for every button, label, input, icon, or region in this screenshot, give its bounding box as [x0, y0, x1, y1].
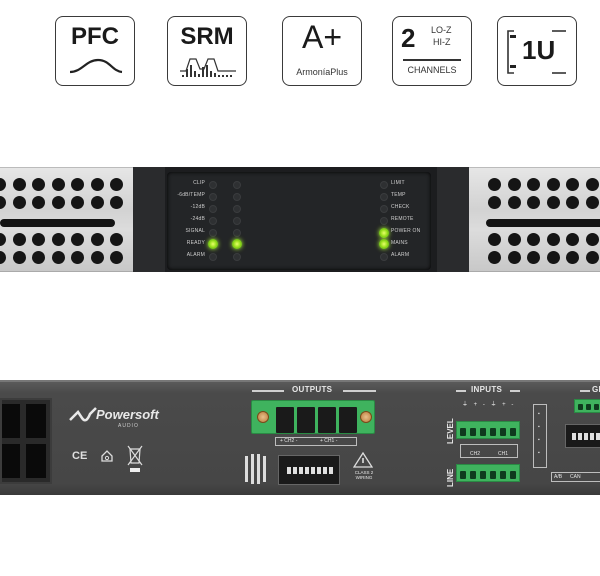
- gpio-dip-switch[interactable]: [565, 424, 600, 448]
- home-icon: [101, 450, 113, 462]
- gpio-bracket: [533, 404, 547, 468]
- fan-grille: [0, 398, 52, 484]
- led-row-alarm: ALARM: [186, 252, 205, 258]
- outputs-title: OUTPUTS: [292, 385, 333, 394]
- terminal-screw-right[interactable]: [360, 411, 372, 423]
- gpio-line-left: [580, 390, 590, 392]
- ch2-ready-led: [232, 239, 242, 249]
- ab-label: A/B: [554, 474, 563, 480]
- label-limit: LIMIT: [391, 180, 405, 186]
- rack-unit-icon: [507, 30, 566, 74]
- label-mains: MAINS: [391, 240, 408, 246]
- channels-count: 2: [401, 23, 416, 53]
- terminal-screw-left[interactable]: [257, 411, 269, 423]
- input-channel-box: [460, 444, 518, 458]
- output-ch1-label: + CH1 -: [320, 438, 338, 444]
- gpio-title: GP: [592, 385, 600, 394]
- ch1-24db-led: [209, 217, 217, 225]
- temp-led: [380, 193, 388, 201]
- right-alarm-led: [380, 253, 388, 261]
- left-handle: [133, 167, 165, 272]
- led-row-6db-temp: -6dB/TEMP: [177, 192, 205, 198]
- label-temp: TEMP: [391, 192, 406, 198]
- ch1-alarm-led: [209, 253, 217, 261]
- input-ch1-label: CH1: [498, 451, 509, 457]
- left-vent-grille: [0, 167, 133, 272]
- outputs-line-right: [343, 390, 376, 392]
- gpio-terminal[interactable]: [574, 399, 600, 413]
- ce-mark: CE: [72, 450, 88, 462]
- divider: [403, 59, 461, 61]
- output-ch2-label: + CH2 -: [280, 438, 298, 444]
- armonia-sub: ArmoníaPlus: [296, 67, 348, 77]
- pfc-label: PFC: [71, 23, 119, 50]
- ch2-alarm-led: [233, 253, 241, 261]
- line-input-terminal[interactable]: [456, 464, 520, 482]
- ch1-signal-led: [209, 229, 217, 237]
- label-remote: REMOTE: [391, 216, 414, 222]
- srm-badge: SRM: [167, 16, 247, 86]
- led-row-signal: SIGNAL: [185, 228, 205, 234]
- spectrum-icon: [180, 58, 236, 77]
- outputs-line-left: [252, 390, 284, 392]
- rack-badge: 1U: [497, 16, 577, 86]
- weee-bin-icon: [127, 445, 143, 472]
- label-right-alarm: ALARM: [391, 252, 410, 258]
- speaker-output-terminal[interactable]: [251, 400, 375, 434]
- label-power-on: POWER ON: [391, 228, 421, 234]
- back-panel: Powersoft AUDIO CE OUTPUTS + CH2 - + CH1…: [0, 380, 600, 495]
- led-status-display: CLIP -6dB/TEMP -12dB -24dB SIGNAL READY …: [167, 172, 431, 270]
- brand-logo: Powersoft: [96, 407, 159, 422]
- ch2-6db-led: [233, 193, 241, 201]
- ch2-24db-led: [233, 217, 241, 225]
- channels-badge: 2 LO-Z HI-Z CHANNELS: [392, 16, 472, 86]
- ch1-6db-led: [209, 193, 217, 201]
- limit-led: [380, 181, 388, 189]
- remote-led: [380, 217, 388, 225]
- inputs-title: INPUTS: [471, 385, 503, 394]
- ch1-ready-led: [208, 239, 218, 249]
- check-led: [380, 205, 388, 213]
- ch1-clip-led: [209, 181, 217, 189]
- inputs-line-right: [510, 390, 520, 392]
- inputs-line-left: [456, 390, 466, 392]
- channels-label: CHANNELS: [407, 65, 457, 75]
- armonia-main: A+: [301, 19, 343, 55]
- input-ch2-label: CH2: [470, 451, 481, 457]
- led-row-clip: CLIP: [193, 180, 205, 186]
- power-on-led: [379, 228, 389, 238]
- armonia-badge: A+ ArmoníaPlus: [282, 16, 362, 86]
- hi-z-label: HI-Z: [433, 37, 451, 47]
- ch1-12db-led: [209, 205, 217, 213]
- led-row-ready: READY: [186, 240, 205, 246]
- input-pinout-legend: ⏚ + - ⏚ + -: [462, 402, 516, 408]
- bottom-label-box: [551, 472, 600, 482]
- brand-sub: AUDIO: [118, 423, 139, 429]
- led-row-12db: -12dB: [190, 204, 205, 210]
- right-handle: [437, 167, 469, 272]
- ch2-signal-led: [233, 229, 241, 237]
- led-row-24db: -24dB: [190, 216, 205, 222]
- warning-triangle-icon: [353, 452, 373, 468]
- right-vent-grille: [469, 167, 600, 272]
- can-label: CAN: [570, 474, 581, 480]
- lo-z-label: LO-Z: [431, 25, 452, 35]
- gpio-ports: ▪▪▪▪: [538, 411, 540, 456]
- class2-wiring-label: CLASS 2 WIRING: [354, 470, 374, 480]
- rack-label: 1U: [522, 35, 556, 65]
- level-input-terminal[interactable]: [456, 421, 520, 439]
- dip-switch-bank[interactable]: [278, 455, 340, 485]
- srm-label: SRM: [180, 23, 234, 50]
- ch2-12db-led: [233, 205, 241, 213]
- output-channel-labels: [275, 437, 357, 446]
- ch2-clip-led: [233, 181, 241, 189]
- mains-led: [379, 239, 389, 249]
- dip-legend-icon: [245, 454, 266, 484]
- level-label: LEVEL: [446, 418, 455, 444]
- pfc-badge: PFC: [55, 16, 135, 86]
- label-check: CHECK: [391, 204, 410, 210]
- powersoft-logo-swoosh-icon: [69, 407, 97, 422]
- wave-icon: [69, 58, 123, 74]
- line-label: LINE: [446, 468, 455, 487]
